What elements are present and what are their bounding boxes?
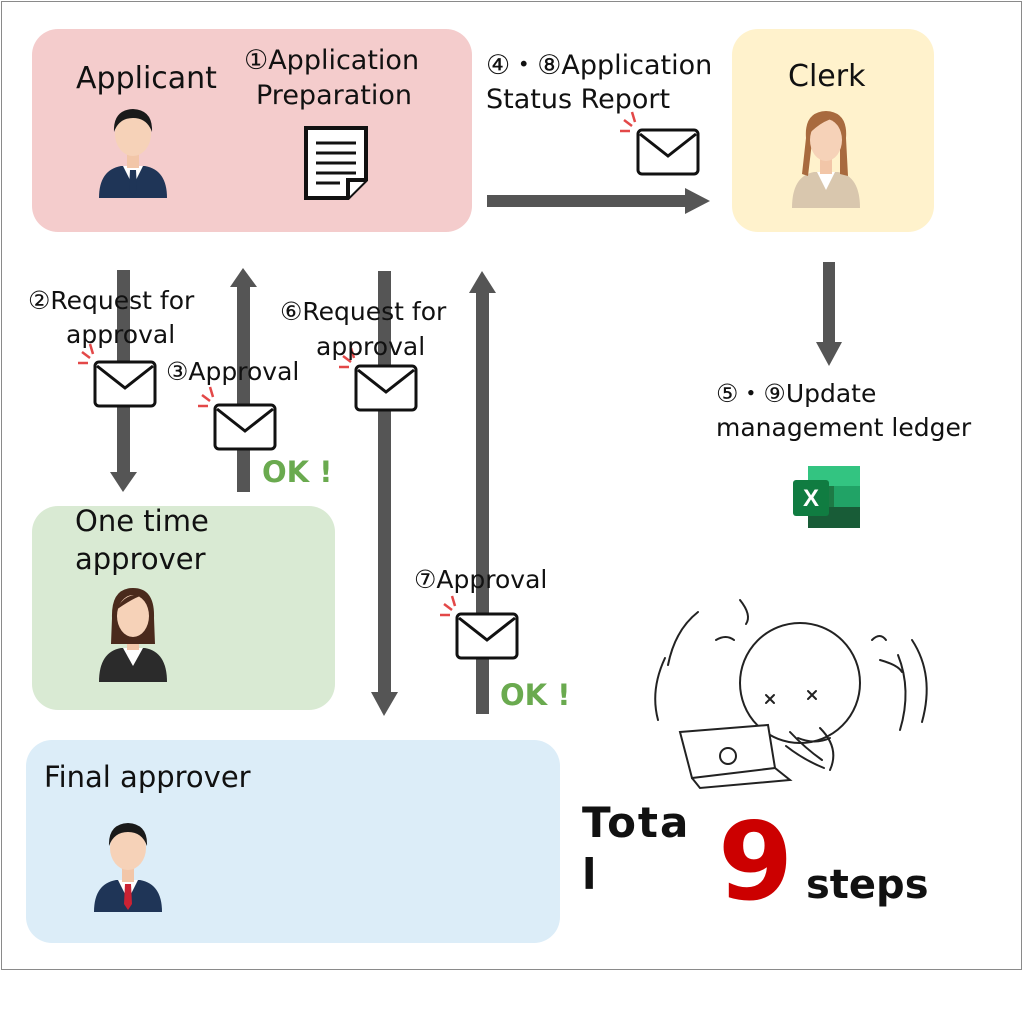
step2-label-line1: ②Request for [28, 286, 195, 315]
step1-label-line2: Preparation [256, 80, 412, 111]
step6-label-line1: ⑥Request for [280, 297, 447, 326]
arrow-approval-final [469, 271, 496, 714]
ok-label-one-time: OK ! [262, 455, 333, 489]
one-time-approver-label-line1: One time [75, 504, 209, 538]
svg-text:X: X [803, 485, 819, 512]
applicant-box [32, 29, 472, 232]
ok-label-final: OK ! [500, 678, 571, 712]
applicant-label: Applicant [76, 61, 217, 96]
final-approver-person-icon [94, 823, 162, 912]
step48-label-line1: ④・⑧Application [486, 50, 713, 81]
step48-label-line2: Status Report [486, 84, 671, 115]
step59-label-line2: management ledger [716, 413, 972, 442]
steps-unit-label: steps [806, 862, 929, 908]
step-count: 9 [718, 800, 794, 925]
clerk-label: Clerk [788, 59, 866, 94]
arrow-to-ledger [816, 262, 842, 366]
diagram-frame [1, 1, 1022, 970]
one-time-approver-person-icon [99, 588, 167, 682]
clerk-person-icon [792, 111, 860, 208]
step3-label: ③Approval [166, 357, 300, 386]
one-time-approver-box [32, 506, 335, 710]
step1-label-line1: ①Application [244, 45, 420, 76]
step7-label: ⑦Approval [414, 565, 548, 594]
total-label-line1: Tota [582, 798, 691, 847]
step6-label-line2: approval [316, 332, 426, 361]
step2-label-line2: approval [66, 320, 176, 349]
final-approver-label: Final approver [44, 760, 251, 794]
arrow-to-clerk [487, 188, 710, 214]
one-time-approver-label-line2: approver [75, 542, 206, 576]
step59-label-line1: ⑤・⑨Update [716, 379, 877, 408]
applicant-person-icon [99, 109, 167, 198]
total-label-line2: l [582, 850, 599, 899]
